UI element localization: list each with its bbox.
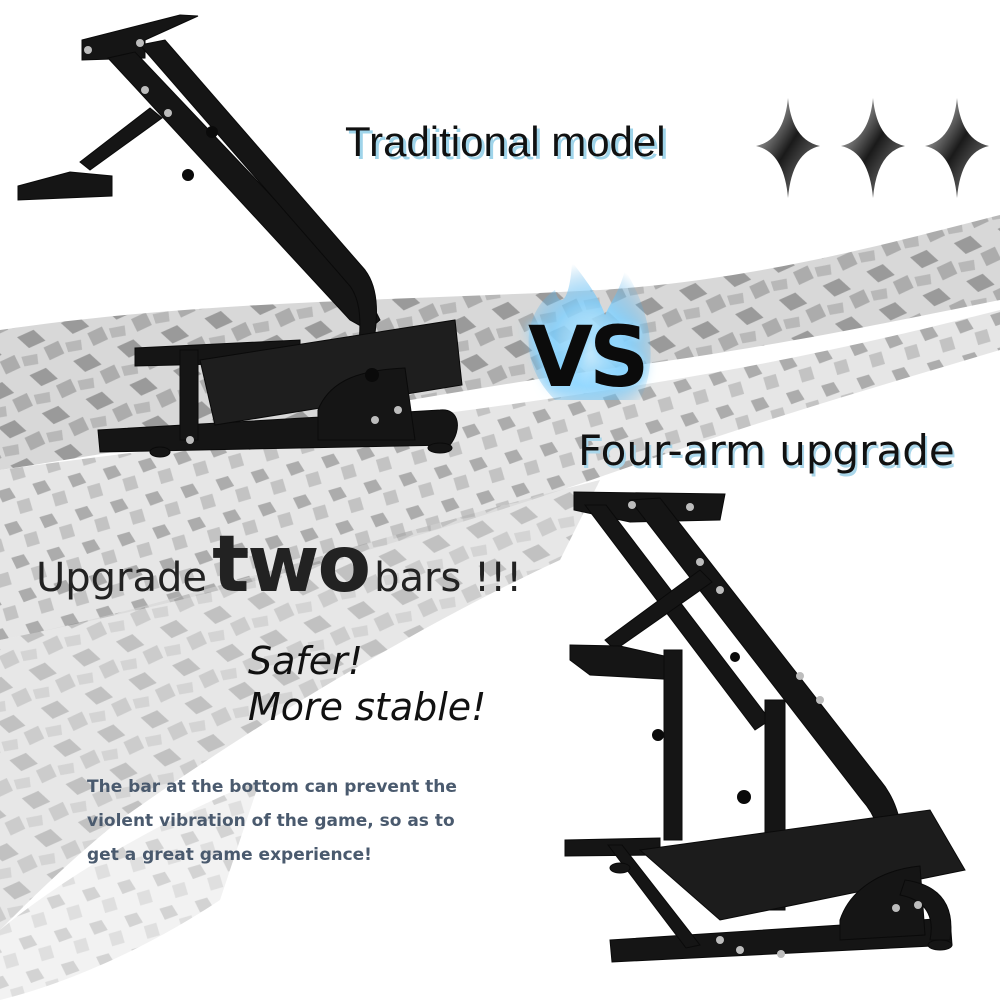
traditional-model-heading: Traditional model [345,118,666,165]
sparkle-star-icon [756,98,820,198]
benefit-safer: Safer! [248,639,364,683]
benefit-more-stable: More stable! [248,685,487,729]
upgrade-prefix: Upgrade [36,555,208,601]
benefits-text: Safer! More stable! [248,638,486,730]
sparkle-star-icon [925,98,989,198]
description-line-1: The bar at the bottom can prevent the [87,777,457,797]
description-line-3: get a great game experience! [87,845,372,865]
vs-label: VS [528,308,649,406]
description-line-2: violent vibration of the game, so as to [87,811,455,831]
four-arm-upgrade-heading: Four-arm upgrade [578,426,955,475]
sparkle-star-icon [841,98,905,198]
description-text: The bar at the bottom can prevent the vi… [87,770,457,872]
upgrade-suffix: bars !!! [374,555,523,601]
upgrade-emphasis: two [212,520,371,610]
upgrade-two-bars-headline: Upgrade two bars !!! [36,520,522,610]
